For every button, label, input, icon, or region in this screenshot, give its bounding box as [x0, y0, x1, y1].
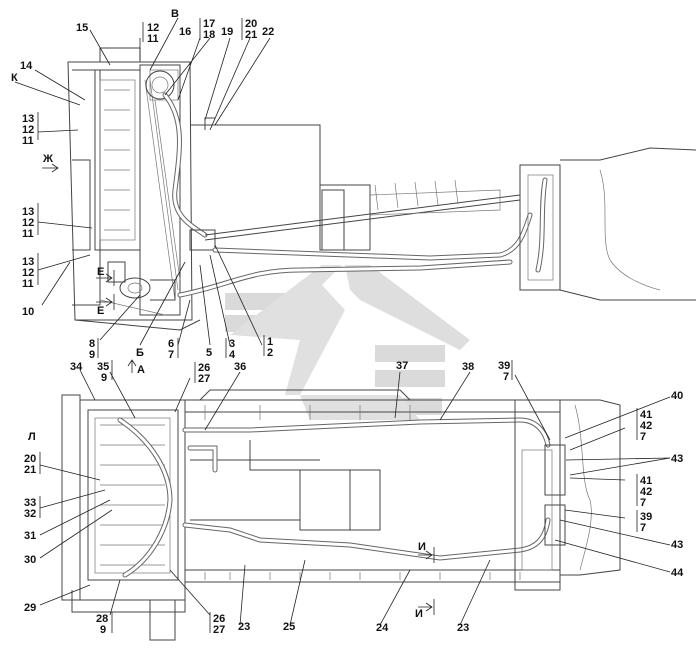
label-24: 24	[376, 622, 389, 634]
label-21: 21	[245, 29, 257, 41]
label-9a: 9	[101, 372, 107, 384]
label-8: 8	[89, 338, 95, 350]
label-12a: 12	[22, 124, 34, 136]
label-11: 11	[147, 33, 159, 45]
label-9b: 9	[100, 624, 106, 636]
label-41b: 41	[640, 475, 652, 487]
label-39: 39	[498, 360, 510, 372]
label-7c: 7	[640, 497, 646, 509]
label-7d: 7	[640, 522, 646, 534]
label-19: 19	[221, 26, 233, 38]
label-11c: 11	[22, 278, 34, 290]
label-22: 22	[262, 26, 274, 38]
label-38: 38	[462, 361, 474, 373]
label-29: 29	[24, 602, 36, 614]
label-view-a: А	[137, 364, 145, 376]
label-12: 12	[147, 22, 159, 34]
label-43: 43	[671, 453, 683, 465]
label-35: 35	[97, 361, 109, 373]
label-3: 3	[229, 338, 235, 350]
label-5: 5	[206, 347, 212, 359]
label-view-e-bottom: Е	[97, 305, 104, 317]
top-view	[67, 47, 696, 331]
label-21b: 21	[24, 464, 36, 476]
label-6: 6	[168, 338, 174, 350]
label-43b: 43	[671, 539, 683, 551]
label-view-k: К	[11, 72, 18, 84]
label-7b: 7	[640, 431, 646, 443]
label-12b: 12	[22, 217, 34, 229]
label-27: 27	[198, 373, 210, 385]
label-13c: 13	[22, 256, 34, 268]
label-41: 41	[640, 409, 652, 421]
label-23b: 23	[457, 622, 469, 634]
label-view-zh: Ж	[42, 153, 53, 165]
label-25: 25	[283, 621, 295, 633]
label-31: 31	[24, 530, 36, 542]
label-1: 1	[267, 336, 273, 348]
label-18: 18	[203, 29, 215, 41]
label-9: 9	[89, 349, 95, 361]
label-11a: 11	[22, 135, 34, 147]
label-16: 16	[179, 26, 191, 38]
label-view-i-bottom: И	[415, 608, 423, 620]
label-42b: 42	[640, 486, 652, 498]
label-20: 20	[245, 18, 257, 30]
label-26: 26	[198, 362, 210, 374]
bottom-view-labels: 34 35 9 А 26 27 36 37 38 39 7 40 41 42 7…	[24, 360, 684, 636]
watermark-logo	[225, 265, 470, 420]
label-33: 33	[24, 497, 36, 509]
label-20b: 20	[24, 453, 36, 465]
bottom-view	[61, 389, 621, 641]
label-36: 36	[234, 361, 246, 373]
label-26b: 26	[213, 613, 225, 625]
label-42: 42	[640, 420, 652, 432]
label-view-v: В	[171, 8, 179, 20]
label-11b: 11	[22, 228, 34, 240]
top-view-labels: В 15 12 11 16 17 18 19 20 21 22 14 К 13 …	[11, 8, 274, 361]
label-view-e-top: Е	[97, 266, 104, 278]
label-12c: 12	[22, 267, 34, 279]
label-28: 28	[96, 613, 108, 625]
label-7: 7	[168, 349, 174, 361]
label-32: 32	[24, 508, 36, 520]
label-15: 15	[76, 22, 88, 34]
label-40: 40	[671, 390, 683, 402]
label-13b: 13	[22, 206, 34, 218]
label-4: 4	[229, 349, 236, 361]
label-14: 14	[20, 60, 33, 72]
label-13a: 13	[22, 113, 34, 125]
label-17: 17	[203, 18, 215, 30]
label-view-l: Л	[28, 431, 36, 443]
label-39b: 39	[640, 511, 652, 523]
label-view-b: Б	[136, 347, 144, 359]
label-2: 2	[267, 347, 273, 359]
label-10: 10	[22, 306, 34, 318]
label-23: 23	[238, 621, 250, 633]
label-7a: 7	[503, 371, 509, 383]
label-30: 30	[24, 554, 36, 566]
label-view-i-top: И	[418, 541, 426, 553]
leader-lines	[14, 17, 671, 633]
label-27b: 27	[213, 624, 225, 636]
label-37: 37	[396, 360, 408, 372]
label-34: 34	[70, 361, 83, 373]
label-44: 44	[671, 567, 684, 579]
